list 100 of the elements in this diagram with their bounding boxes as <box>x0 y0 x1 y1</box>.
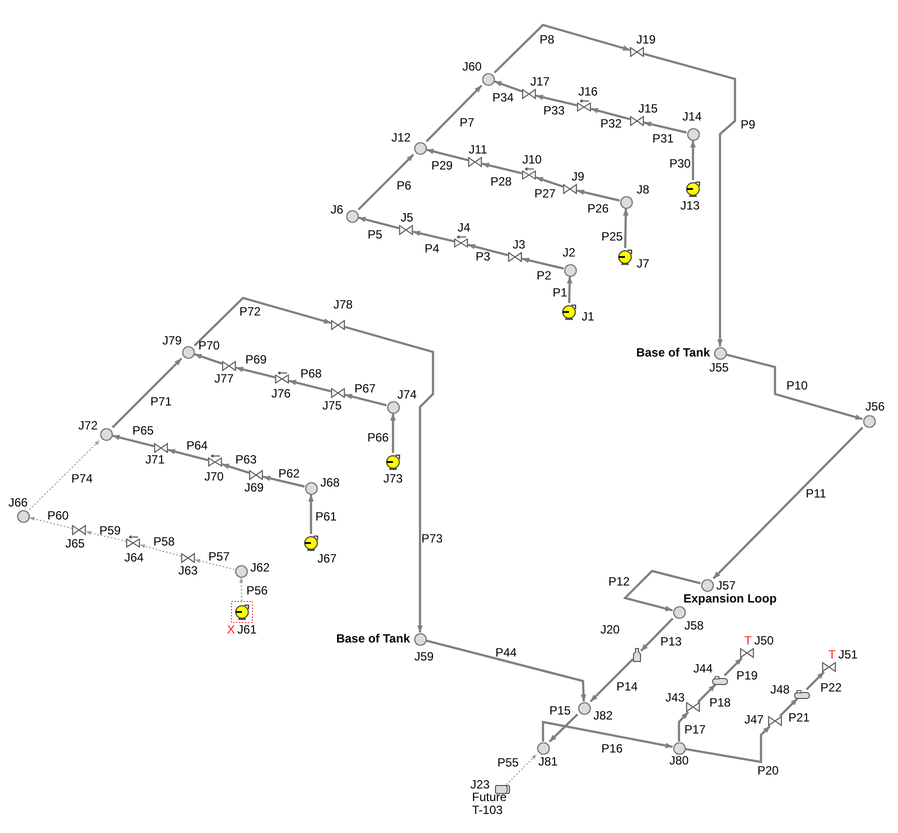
junction-label: J44 <box>693 662 713 676</box>
pipe-label: P55 <box>497 756 519 770</box>
junction-label: J63 <box>178 564 198 578</box>
pipe-label: P18 <box>709 696 731 710</box>
pipe <box>536 176 564 188</box>
pipe <box>140 544 182 557</box>
pipe-label: P20 <box>757 764 779 778</box>
pipe <box>779 698 798 717</box>
status-letter: T <box>744 634 752 648</box>
pipe <box>222 463 250 474</box>
pipe <box>622 208 629 248</box>
pipe <box>308 494 314 534</box>
junction-label: J15 <box>638 102 658 116</box>
pipe <box>112 434 154 448</box>
junction-label: J75 <box>322 400 342 412</box>
junction-label: J16 <box>578 86 598 98</box>
junction-label: J70 <box>204 470 224 484</box>
pipe <box>566 276 572 304</box>
junction-label: J62 <box>250 562 270 574</box>
pipe-label: P29 <box>431 160 453 172</box>
pipe-label: P58 <box>153 536 175 548</box>
pipe <box>482 162 522 174</box>
pipe-label: P12 <box>608 576 630 588</box>
pipe-label: P71 <box>150 396 172 408</box>
pipe <box>506 754 537 785</box>
pipe <box>194 558 235 570</box>
pipe <box>536 94 578 106</box>
junction-label: J56 <box>865 400 885 414</box>
pipe-label: P73 <box>421 532 443 546</box>
pipe <box>712 426 864 580</box>
pipe-label: P44 <box>495 646 517 660</box>
pipe-label: P67 <box>354 382 376 396</box>
pipe-label: P72 <box>239 306 261 318</box>
pipe <box>548 714 578 742</box>
pipe <box>726 354 863 420</box>
pipe <box>344 394 387 406</box>
pipe <box>262 476 305 488</box>
pipe-label: P3 <box>476 250 490 264</box>
junction-description: Future T-103 <box>472 791 508 817</box>
junction-label: J69 <box>244 482 264 494</box>
pipe <box>426 640 586 702</box>
pipe <box>412 230 454 242</box>
pipe <box>644 52 736 346</box>
pipe <box>678 711 690 742</box>
pipe-label: P14 <box>616 680 638 694</box>
pipe-label: P32 <box>600 118 622 130</box>
pipe <box>194 353 222 365</box>
pipe-label: P13 <box>660 636 682 648</box>
pipe-label: P11 <box>806 488 826 500</box>
pipe <box>194 296 332 346</box>
pipe-label: P9 <box>740 118 756 132</box>
pipe <box>576 189 620 202</box>
pipe-label: P28 <box>490 176 512 188</box>
pipe <box>644 121 687 134</box>
pipe <box>494 24 630 74</box>
pipe <box>86 530 126 542</box>
pipe <box>168 448 208 462</box>
junction-label: J68 <box>320 476 340 490</box>
pipe-label: P25 <box>601 230 623 244</box>
pipe <box>390 414 396 453</box>
pipe-label: P30 <box>669 158 691 170</box>
pipe-label: P4 <box>424 242 440 256</box>
pipe-label: P31 <box>652 132 674 146</box>
junction-label: J43 <box>665 692 685 704</box>
pipe <box>29 440 100 510</box>
pipe-label: P16 <box>601 742 623 756</box>
junction-description: Base of Tank <box>636 346 710 360</box>
pipe <box>358 154 414 210</box>
junction-label: J80 <box>669 754 689 768</box>
junction-label: J47 <box>744 714 764 726</box>
junction-label: J23 <box>470 778 490 792</box>
pipe-label: P61 <box>315 510 337 524</box>
pipe <box>426 148 468 162</box>
pipe <box>690 140 696 180</box>
pipe-label: P26 <box>587 202 609 216</box>
junction-label: J77 <box>214 372 234 386</box>
junction-label: J66 <box>8 496 28 510</box>
junction-label: J17 <box>530 76 550 88</box>
junction-label: J72 <box>78 420 98 432</box>
pipe-label: P6 <box>396 180 412 192</box>
junction-label: J5 <box>400 212 414 224</box>
junction-label: J10 <box>522 154 542 166</box>
pipe-label: P62 <box>278 468 300 480</box>
pipe-label: P19 <box>736 670 758 682</box>
pipe-label: P5 <box>368 228 382 242</box>
status-letter: T <box>828 648 836 662</box>
junction-label: J55 <box>709 362 729 374</box>
pipe <box>522 258 564 270</box>
pipe-label: P10 <box>786 380 808 392</box>
pipe <box>468 244 508 256</box>
junction-label: J64 <box>124 552 144 564</box>
pipe-label: P7 <box>460 116 474 130</box>
junction-label: J59 <box>414 650 434 664</box>
pipe-label: P70 <box>198 340 220 352</box>
junction-label: J58 <box>684 620 704 632</box>
junction-label: J78 <box>333 298 353 312</box>
junction-label: J71 <box>145 454 165 466</box>
pipe-label: P33 <box>543 104 565 118</box>
junction-label: J11 <box>468 144 488 156</box>
junction-label: J12 <box>391 132 411 144</box>
